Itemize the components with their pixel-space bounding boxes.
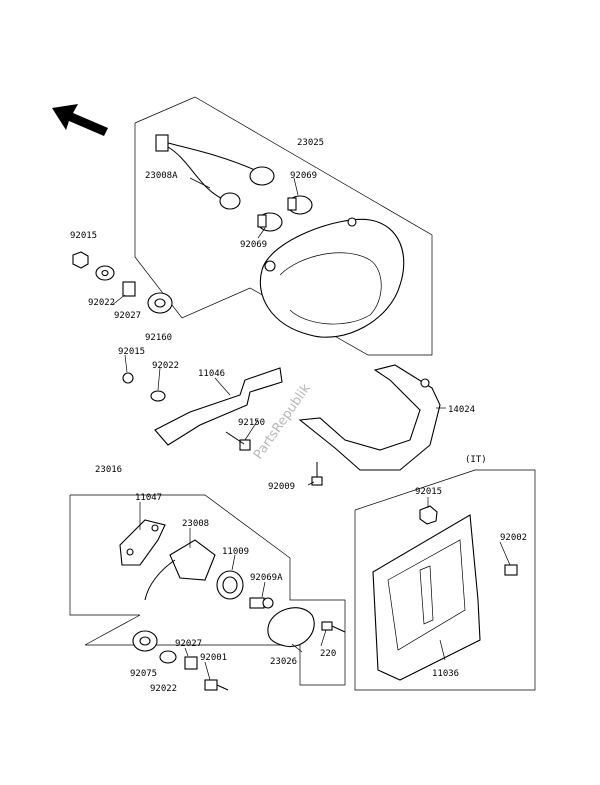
label-it: (IT)	[465, 455, 487, 465]
label-92022-c: 92022	[150, 684, 177, 694]
label-92160: 92160	[145, 333, 172, 343]
label-92001: 92001	[200, 653, 227, 663]
taillight-group-frame	[134, 96, 433, 356]
bolt-92001	[204, 679, 229, 691]
bulb-top	[287, 195, 313, 215]
label-92027-b: 92027	[175, 639, 202, 649]
bolt-92009	[311, 462, 323, 486]
bolt-92002	[504, 564, 518, 576]
license-lamp-frame	[69, 494, 346, 686]
screw-220	[321, 621, 346, 633]
label-23008: 23008	[182, 519, 209, 529]
label-92069-top: 92069	[290, 171, 317, 181]
label-220: 220	[320, 649, 336, 659]
label-11047: 11047	[135, 493, 162, 503]
fender-14024	[298, 364, 441, 471]
label-92002: 92002	[500, 533, 527, 543]
bulb-bottom	[257, 212, 283, 232]
label-92015-c: 92015	[415, 487, 442, 497]
collar-92027-a	[122, 281, 136, 297]
label-92069-bottom: 92069	[240, 240, 267, 250]
lens-cover-23026	[267, 607, 315, 647]
lens-11009	[216, 570, 244, 600]
label-92150: 92150	[238, 418, 265, 428]
grommet-92075	[132, 630, 158, 652]
label-92015-b: 92015	[118, 347, 145, 357]
taillight-lens	[259, 217, 405, 338]
label-92069a: 92069A	[250, 573, 283, 583]
wiring-harness	[155, 134, 275, 210]
grommet-92160	[147, 292, 173, 314]
label-92015-a: 92015	[70, 231, 97, 241]
label-92022-b: 92022	[152, 361, 179, 371]
label-92022-a: 92022	[88, 298, 115, 308]
label-11036: 11036	[432, 669, 459, 679]
plate-holder-11036	[372, 514, 481, 681]
bolt-92150	[225, 431, 251, 451]
plate-holder-frame	[354, 469, 536, 691]
label-23026: 23026	[270, 657, 297, 667]
direction-arrow-icon	[52, 104, 108, 136]
label-92009: 92009	[268, 482, 295, 492]
washer-92022-a	[95, 265, 115, 281]
label-23016: 23016	[95, 465, 122, 475]
leader-lines	[111, 177, 511, 681]
label-23008a: 23008A	[145, 171, 178, 181]
bracket-11046	[122, 367, 283, 446]
label-11046: 11046	[198, 369, 225, 379]
label-11009: 11009	[222, 547, 249, 557]
socket-23008	[144, 539, 216, 601]
label-14024: 14024	[448, 405, 475, 415]
label-92027-a: 92027	[114, 311, 141, 321]
bulb-92069a	[249, 597, 274, 609]
collar-92027-b	[184, 656, 198, 670]
label-23025: 23025	[297, 138, 324, 148]
bracket-11047	[119, 519, 166, 566]
washer-92022-c	[159, 650, 177, 664]
nut-92015-c	[419, 505, 438, 525]
label-92075: 92075	[130, 669, 157, 679]
nut-92015-a	[72, 251, 89, 269]
